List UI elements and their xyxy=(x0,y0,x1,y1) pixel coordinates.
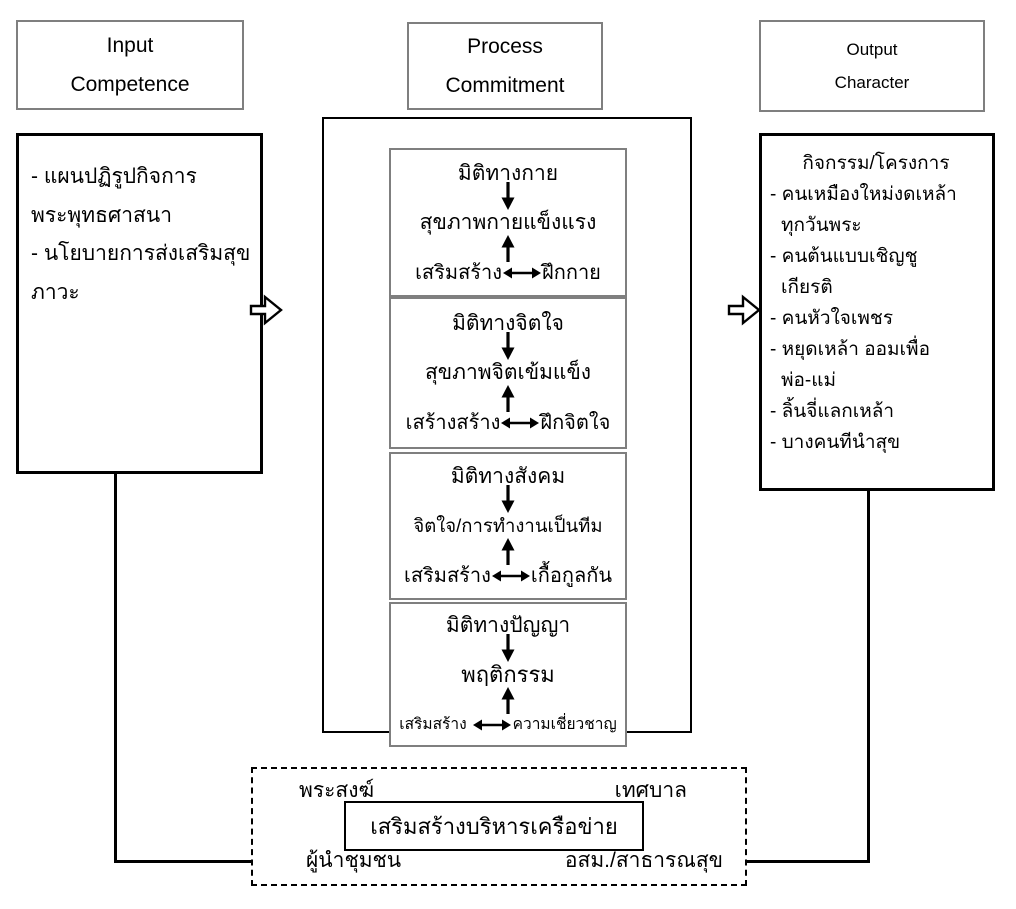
dimension-middle-text: พฤติกรรม xyxy=(461,661,555,687)
connector-right-horizontal-line xyxy=(743,860,870,863)
input-panel-line: - นโยบายการส่งเสริมสุข xyxy=(31,242,251,265)
up-arrow-icon xyxy=(501,686,515,714)
input-panel-line: - แผนปฏิรูปกิจการ xyxy=(31,165,197,188)
dimension-box-mental: มิติทางจิตใจ สุขภาพจิตเข้มแข็ง เสร้างสร้… xyxy=(389,297,627,449)
output-panel-line: - คนเหมืองใหม่งดเหล้า xyxy=(770,184,957,205)
network-label-health-volunteers: อสม./สาธารณสุข xyxy=(564,849,723,872)
dimension-bottom-left-text: เสร้างสร้าง xyxy=(405,412,501,434)
dimension-title: มิติทางสังคม xyxy=(450,465,566,488)
process-commitment-header-box: Process Commitment xyxy=(407,22,603,110)
output-panel-line: - หยุดเหล้า ออมเพื่อ xyxy=(770,339,930,360)
output-panel-line: ทุกวันพระ xyxy=(781,215,862,236)
left-right-arrow-icon xyxy=(501,417,540,429)
header-input-line1: Input xyxy=(106,34,154,57)
dimension-title: มิติทางจิตใจ xyxy=(452,312,564,335)
dimension-bottom-right-text: ความเชี่ยวชาญ xyxy=(512,715,617,733)
up-arrow-icon xyxy=(501,538,515,565)
network-panel: พระสงฆ์ เทศบาล เสริมสร้างบริหารเครือข่าย… xyxy=(251,767,747,886)
input-panel: - แผนปฏิรูปกิจการ พระพุทธศาสนา - นโยบายก… xyxy=(16,133,263,474)
output-panel-line: พ่อ-แม่ xyxy=(781,370,837,391)
network-label-municipality: เทศบาล xyxy=(614,779,687,802)
output-character-header-box: Output Character xyxy=(759,20,985,112)
output-panel-line: - ลิ้นจี่แลกเหล้า xyxy=(770,401,895,422)
connector-left-horizontal-line xyxy=(114,860,253,863)
dimension-box-wisdom: มิติทางปัญญา พฤติกรรม เสริมสร้าง ความเชี… xyxy=(389,602,627,747)
output-panel: กิจกรรม/โครงการ - คนเหมืองใหม่งดเหล้า ทุ… xyxy=(759,133,995,491)
input-competence-header-box: Input Competence xyxy=(16,20,244,110)
network-center-label: เสริมสร้างบริหารเครือข่าย xyxy=(370,813,618,839)
network-center-box: เสริมสร้างบริหารเครือข่าย xyxy=(344,801,644,851)
down-arrow-icon xyxy=(501,332,515,360)
dimension-bottom-left-text: เสริมสร้าง xyxy=(399,715,467,733)
output-panel-line: - คนหัวใจเพชร xyxy=(770,308,894,329)
network-label-monks: พระสงฆ์ xyxy=(299,779,375,802)
dimension-box-physical: มิติทางกาย สุขภาพกายแข็งแรง เสริมสร้าง ฝ… xyxy=(389,148,627,297)
connector-right-vertical-line xyxy=(867,473,870,863)
left-right-arrow-icon xyxy=(472,719,511,730)
header-process-line2: Commitment xyxy=(445,74,565,97)
dimension-middle-text: จิตใจ/การทำงานเป็นทีม xyxy=(413,515,603,536)
dimension-bottom-right-text: ฝึกกาย xyxy=(542,261,601,284)
left-right-arrow-icon xyxy=(503,267,542,278)
dimension-box-social: มิติทางสังคม จิตใจ/การทำงานเป็นทีม เสริม… xyxy=(389,452,627,600)
dimension-middle-text: สุขภาพจิตเข้มแข็ง xyxy=(424,361,592,384)
header-output-line1: Output xyxy=(846,40,898,59)
connector-left-vertical-line xyxy=(114,446,117,863)
dimension-bottom-left-text: เสริมสร้าง xyxy=(403,565,491,587)
down-arrow-icon xyxy=(501,633,515,662)
down-arrow-icon xyxy=(501,485,515,513)
output-panel-line: เกียรติ xyxy=(781,277,833,298)
up-arrow-icon xyxy=(501,385,515,412)
dimension-bottom-right-text: เกื้อกูลกัน xyxy=(530,565,613,587)
dimension-title: มิติทางกาย xyxy=(457,161,559,185)
network-label-community-leaders: ผู้นำชุมชน xyxy=(306,849,402,872)
dimension-middle-text: สุขภาพกายแข็งแรง xyxy=(419,210,597,234)
up-arrow-icon xyxy=(501,234,515,262)
output-panel-line: - คนต้นแบบเชิญชู xyxy=(770,246,918,267)
left-right-arrow-icon xyxy=(491,570,530,582)
header-output-line2: Character xyxy=(834,73,910,92)
input-panel-line: ภาวะ xyxy=(31,280,80,304)
dimension-title: มิติทางปัญญา xyxy=(445,613,571,637)
dimension-bottom-right-text: ฝึกจิตใจ xyxy=(540,412,611,434)
down-arrow-icon xyxy=(501,181,515,210)
flow-right-arrow-icon xyxy=(249,294,283,326)
header-process-line1: Process xyxy=(467,35,543,58)
output-panel-line: - บางคนทีนำสุข xyxy=(770,432,901,453)
input-panel-line: พระพุทธศาสนา xyxy=(31,203,172,227)
dimension-bottom-left-text: เสริมสร้าง xyxy=(415,261,503,284)
output-panel-title: กิจกรรม/โครงการ xyxy=(802,153,950,174)
header-input-line2: Competence xyxy=(70,73,190,96)
flow-right-arrow-icon xyxy=(727,294,761,326)
